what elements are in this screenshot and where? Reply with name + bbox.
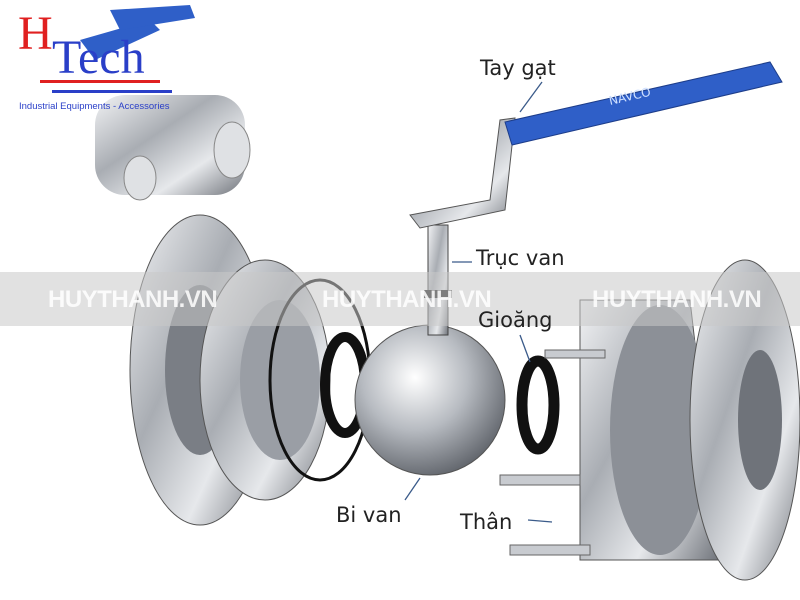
label-stem: Trục van <box>476 246 565 270</box>
valve-body-right <box>499 259 800 581</box>
label-arrows <box>404 81 553 523</box>
ball <box>354 324 506 476</box>
logo-blue-line <box>52 90 172 93</box>
handle: NAVCO <box>409 61 783 229</box>
logo-letter-h: H <box>18 7 53 60</box>
logo-tagline: Industrial Equipments - Accessories <box>19 101 170 112</box>
left-flange <box>129 214 372 526</box>
logo-word-tech: Tech <box>52 31 145 84</box>
logo-photo-valves <box>80 5 251 201</box>
label-body: Thân <box>460 510 513 534</box>
label-gasket: Gioăng <box>478 308 553 332</box>
watermark-text: HUYTHANH.VN <box>322 286 492 313</box>
watermark-band <box>0 272 800 326</box>
label-ball: Bi van <box>336 503 402 527</box>
logo-red-line <box>40 80 160 83</box>
watermark-text: HUYTHANH.VN <box>592 286 762 313</box>
label-handle: Tay gạt <box>480 56 556 80</box>
watermark-text: HUYTHANH.VN <box>48 286 218 313</box>
gasket <box>516 355 560 455</box>
